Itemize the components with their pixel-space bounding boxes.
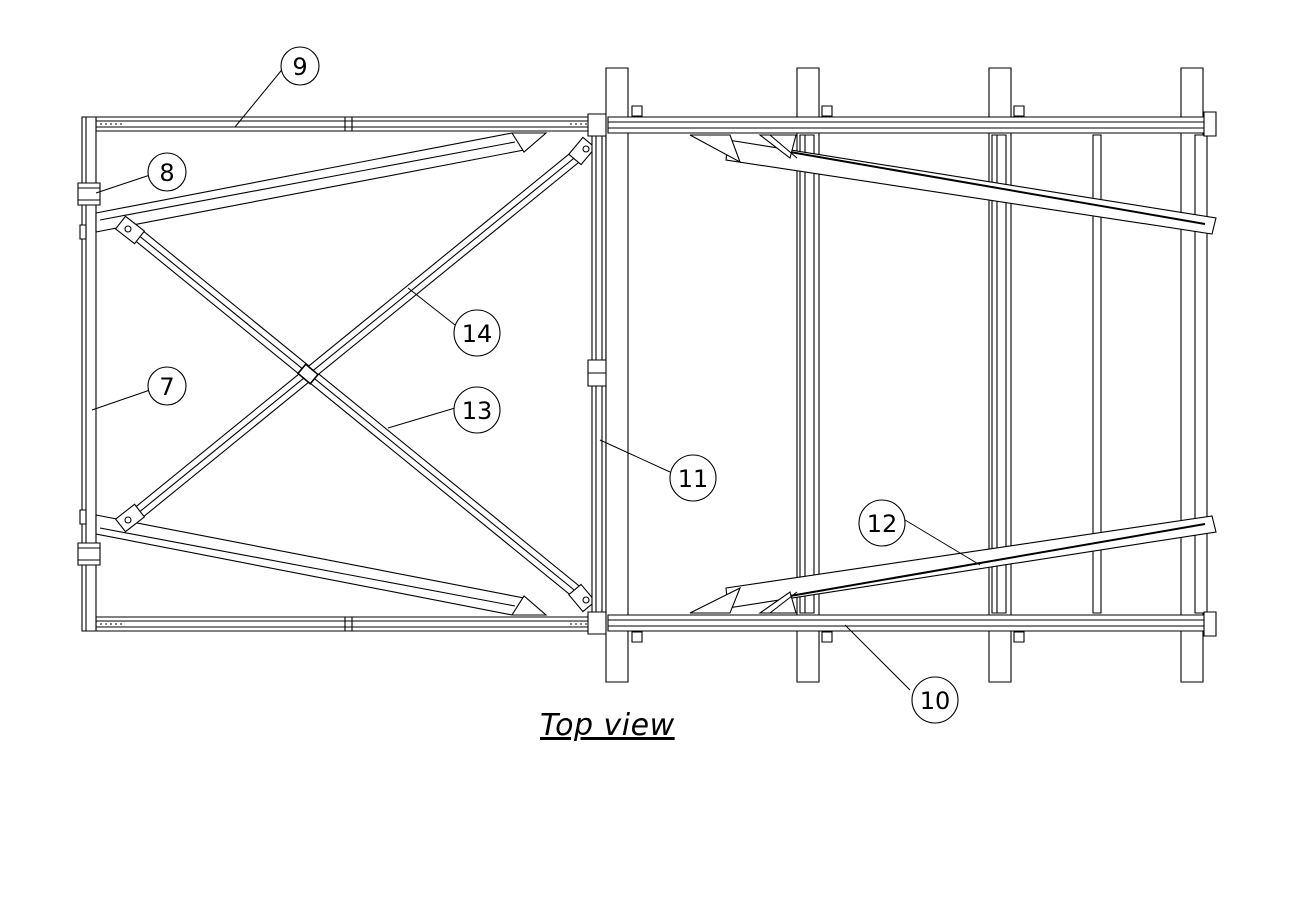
callout-bubbles: [148, 47, 958, 723]
callout-10: 10: [920, 687, 951, 715]
callout-13: 13: [462, 397, 493, 425]
right-inner-rails: [800, 135, 1207, 613]
right-upper-strut: [690, 135, 1216, 234]
leader-lines: [92, 66, 980, 690]
left-top-rail: [96, 117, 606, 131]
brace-crossing-clamp: [298, 364, 318, 383]
callout-11: 11: [678, 465, 709, 493]
left-upper-strut: [96, 133, 546, 232]
left-bottom-rail: [96, 617, 606, 631]
brace-end-plates: [116, 137, 596, 611]
right-top-beam: [608, 106, 1216, 136]
left-end-beam: [78, 117, 100, 631]
view-caption: Top view: [540, 708, 675, 743]
center-cross-beam: [588, 114, 610, 634]
right-vertical-posts: [606, 68, 1203, 682]
callout-7: 7: [159, 373, 174, 401]
right-bottom-beam: [608, 612, 1216, 642]
callout-9: 9: [292, 53, 307, 81]
callout-12: 12: [867, 510, 898, 538]
right-lower-strut: [690, 516, 1216, 613]
left-lower-strut: [96, 515, 546, 615]
callout-8: 8: [159, 159, 174, 187]
callout-14: 14: [462, 320, 493, 348]
